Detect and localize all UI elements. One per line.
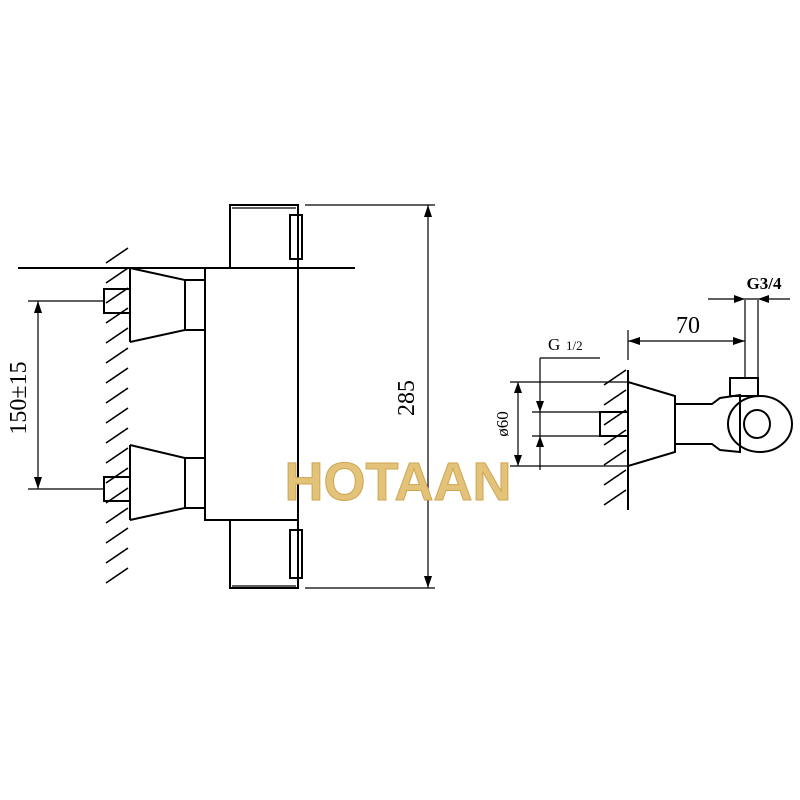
bottom-cap-knob bbox=[289, 529, 303, 579]
dimension-outlet-offset: 70 bbox=[627, 300, 746, 378]
dimension-outlet-thread: G3/4 bbox=[708, 274, 790, 378]
inlet-thread-fraction: 1/2 bbox=[566, 338, 583, 353]
upper-elbow bbox=[184, 279, 206, 331]
side-escutcheon bbox=[627, 381, 676, 467]
outlet-thread-label: G3/4 bbox=[747, 274, 782, 293]
upper-escutcheon bbox=[129, 267, 186, 343]
inlet-thread-prefix: G bbox=[548, 335, 560, 354]
wall-hatch-right bbox=[603, 369, 627, 506]
watermark-logo: HOTAAN bbox=[285, 452, 512, 512]
outlet-connector bbox=[729, 377, 759, 397]
outlet-offset-label: 70 bbox=[676, 313, 700, 339]
dimension-total-height: 285 bbox=[305, 204, 435, 589]
dimension-pipe-spacing: 150±15 bbox=[6, 300, 104, 490]
side-elbow bbox=[675, 393, 741, 454]
side-handle-inner bbox=[743, 409, 771, 439]
top-cap bbox=[229, 204, 299, 269]
upper-inlet bbox=[103, 267, 206, 343]
bottom-cap bbox=[229, 519, 299, 589]
valve-body bbox=[204, 204, 303, 589]
side-pipe-stub bbox=[599, 411, 629, 437]
side-view: ø60 G 1/2 70 G3/4 bbox=[493, 274, 793, 510]
dimension-escutcheon: ø60 bbox=[493, 381, 628, 467]
lower-elbow bbox=[184, 457, 206, 509]
side-handle bbox=[727, 395, 793, 453]
total-height-label: 285 bbox=[394, 380, 420, 416]
lower-inlet bbox=[103, 444, 206, 521]
wall-hatch-left bbox=[105, 247, 129, 584]
top-cap-knob bbox=[289, 214, 303, 260]
lower-escutcheon bbox=[129, 444, 186, 521]
escutcheon-label: ø60 bbox=[493, 411, 512, 437]
front-view: 150±15 285 bbox=[6, 204, 435, 589]
dimension-inlet-thread: G 1/2 bbox=[532, 335, 600, 470]
pipe-spacing-label: 150±15 bbox=[6, 361, 32, 434]
